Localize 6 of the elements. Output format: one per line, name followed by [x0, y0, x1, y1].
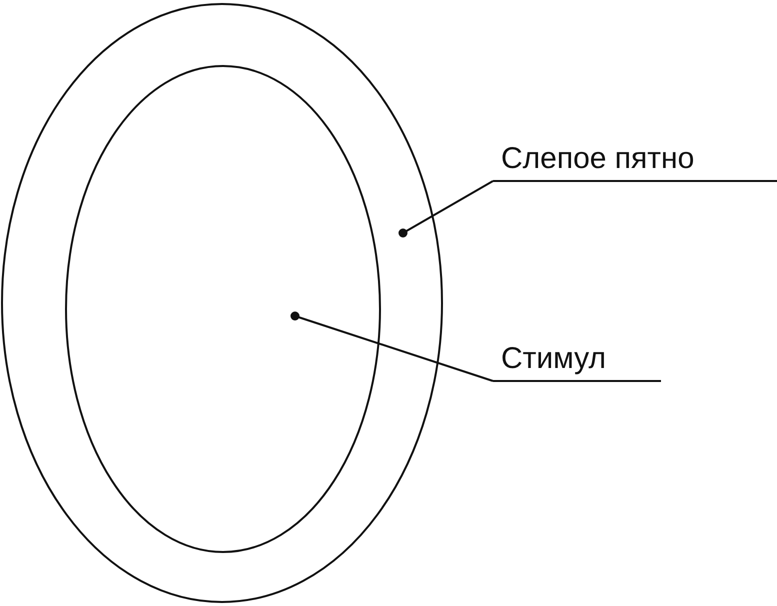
ellipse-outline [65, 65, 381, 553]
leader-line [290, 312, 494, 382]
callout-label: Стимул [493, 338, 661, 382]
ellipse-outline [1, 3, 443, 603]
callout-label: Слепое пятно [493, 138, 777, 182]
leader-line [398, 180, 494, 238]
